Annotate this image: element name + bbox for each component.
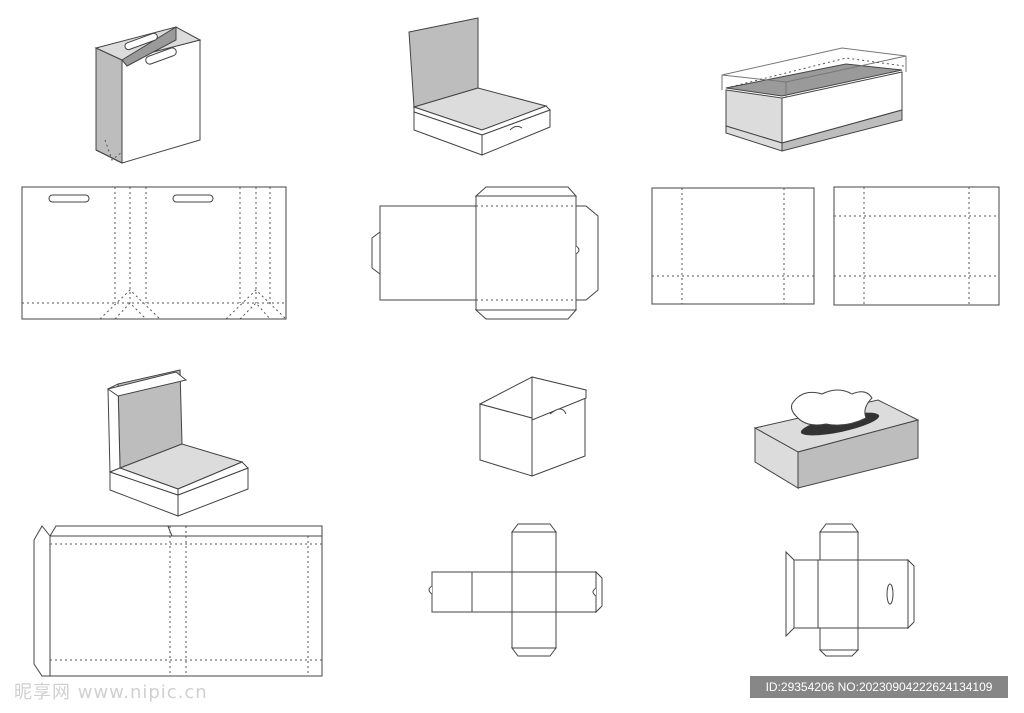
shopping-bag-dieline: [21, 186, 287, 320]
lid-box-dieline-2: [833, 186, 1000, 306]
tissue-box-dieline: [785, 523, 915, 657]
cube-box-dieline: [428, 523, 603, 657]
tissue-box-3d: [753, 389, 920, 490]
flip-box-3d: [408, 17, 551, 156]
image-id-watermark: ID:29354206 NO:20230904222624134109: [750, 676, 1008, 698]
flip-box-dieline: [371, 186, 599, 320]
site-watermark: 昵享网 www.nipic.cn: [14, 682, 208, 703]
lid-box-3d: [721, 47, 907, 152]
open-box-3d: [106, 369, 249, 517]
open-box-dieline: [33, 525, 323, 677]
lid-box-dieline-1: [651, 187, 815, 305]
cube-box-3d: [478, 376, 588, 477]
shopping-bag-3d: [94, 26, 202, 164]
